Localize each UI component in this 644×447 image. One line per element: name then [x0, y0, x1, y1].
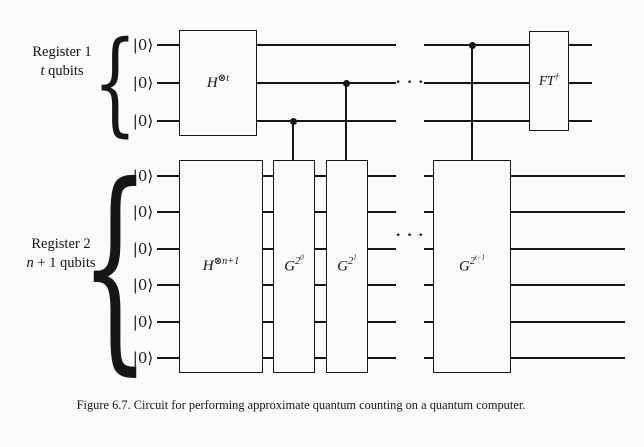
hadamard-t-gate: H⊗t — [179, 30, 257, 136]
register2-label-line2: n + 1 qubits — [26, 254, 96, 271]
control-line-gt — [471, 45, 473, 160]
wire-r2q6-gap1 — [263, 357, 273, 359]
wire-r2q4-gap4 — [424, 284, 433, 286]
wire-r2q5-gap1 — [263, 321, 273, 323]
wire-r2q4-stub — [157, 284, 179, 286]
control-line-g1 — [345, 83, 347, 160]
wire-r1q3-right — [424, 120, 529, 122]
register1-label: Register 1 t qubits — [12, 43, 112, 80]
ellipsis-register2: · · · — [395, 227, 425, 244]
inverse-fourier-transform-label: FT† — [538, 71, 560, 89]
wire-r2q4-gap2 — [315, 284, 326, 286]
grover-gate-2-0: G20 — [273, 160, 315, 373]
ket-zero-r1-q3: |0⟩ — [132, 112, 154, 130]
wire-r1q1-out — [569, 44, 592, 46]
ket-zero-r2-q3: |0⟩ — [132, 240, 154, 258]
control-dot-g0 — [289, 117, 297, 125]
wire-r1q2-out — [569, 82, 592, 84]
wire-r2q5-stub — [157, 321, 179, 323]
control-dot-gt — [468, 41, 476, 49]
grover-gate-2-t-1: G2t−1 — [433, 160, 511, 373]
ket-zero-r2-q2: |0⟩ — [132, 203, 154, 221]
hadamard-n-label: H⊗n+1 — [202, 256, 240, 274]
wire-r2q3-gap3 — [368, 248, 396, 250]
control-dot-g1 — [342, 79, 350, 87]
grover-gate-2-1: G21 — [326, 160, 368, 373]
wire-r2q6-stub — [157, 357, 179, 359]
ket-zero-r2-q1: |0⟩ — [132, 167, 154, 185]
wire-r2q2-gap4 — [424, 211, 433, 213]
wire-r1q2-stub — [157, 82, 179, 84]
control-line-g0 — [292, 121, 294, 160]
wire-r2q5-out — [511, 321, 625, 323]
wire-r1q1-mid — [257, 44, 396, 46]
inverse-fourier-transform-gate: FT† — [529, 31, 569, 131]
grover-gate-2-0-label: G20 — [284, 254, 304, 275]
wire-r2q2-gap2 — [315, 211, 326, 213]
register2-label: Register 2 n + 1 qubits — [6, 235, 116, 272]
wire-r2q5-gap4 — [424, 321, 433, 323]
wire-r1q3-out — [569, 120, 592, 122]
wire-r2q3-gap2 — [315, 248, 326, 250]
figure-caption: Figure 6.7. Circuit for performing appro… — [76, 398, 526, 412]
wire-r2q6-gap3 — [368, 357, 396, 359]
hadamard-t-label: H⊗t — [206, 72, 230, 91]
wire-r1q1-right — [424, 44, 529, 46]
wire-r2q2-gap3 — [368, 211, 396, 213]
ket-zero-r2-q6: |0⟩ — [132, 349, 154, 367]
wire-r2q3-stub — [157, 248, 179, 250]
ellipsis-register1: · · · — [395, 74, 425, 91]
wire-r1q3-mid — [257, 120, 396, 122]
register1-brace: { — [92, 18, 138, 148]
grover-gate-2-1-label: G21 — [337, 254, 357, 275]
wire-r2q1-gap3 — [368, 175, 396, 177]
wire-r1q1-stub — [157, 44, 179, 46]
wire-r1q3-stub — [157, 120, 179, 122]
wire-r2q2-out — [511, 211, 625, 213]
wire-r2q1-gap1 — [263, 175, 273, 177]
wire-r2q5-gap2 — [315, 321, 326, 323]
wire-r2q5-gap3 — [368, 321, 396, 323]
ket-zero-r2-q4: |0⟩ — [132, 276, 154, 294]
wire-r2q4-gap1 — [263, 284, 273, 286]
wire-r2q6-gap2 — [315, 357, 326, 359]
wire-r2q2-stub — [157, 211, 179, 213]
wire-r1q2-mid — [257, 82, 396, 84]
wire-r2q1-out — [511, 175, 625, 177]
ket-zero-r1-q1: |0⟩ — [132, 36, 154, 54]
wire-r2q6-gap4 — [424, 357, 433, 359]
wire-r2q2-gap1 — [263, 211, 273, 213]
wire-r2q3-gap4 — [424, 248, 433, 250]
wire-r2q4-gap3 — [368, 284, 396, 286]
wire-r2q3-out — [511, 248, 625, 250]
register2-brace: { — [80, 138, 150, 394]
wire-r2q3-gap1 — [263, 248, 273, 250]
hadamard-n-gate: H⊗n+1 — [179, 160, 263, 373]
wire-r2q4-out — [511, 284, 625, 286]
wire-r1q2-right — [424, 82, 529, 84]
wire-r2q1-gap4 — [424, 175, 433, 177]
register1-label-line2: t qubits — [40, 62, 84, 79]
register1-label-line1: Register 1 — [32, 44, 92, 60]
wire-r2q1-stub — [157, 175, 179, 177]
ket-zero-r2-q5: |0⟩ — [132, 313, 154, 331]
grover-gate-2-t-1-label: G2t−1 — [459, 254, 485, 275]
register2-label-line1: Register 2 — [31, 236, 91, 252]
wire-r2q1-gap2 — [315, 175, 326, 177]
wire-r2q6-out — [511, 357, 625, 359]
ket-zero-r1-q2: |0⟩ — [132, 74, 154, 92]
